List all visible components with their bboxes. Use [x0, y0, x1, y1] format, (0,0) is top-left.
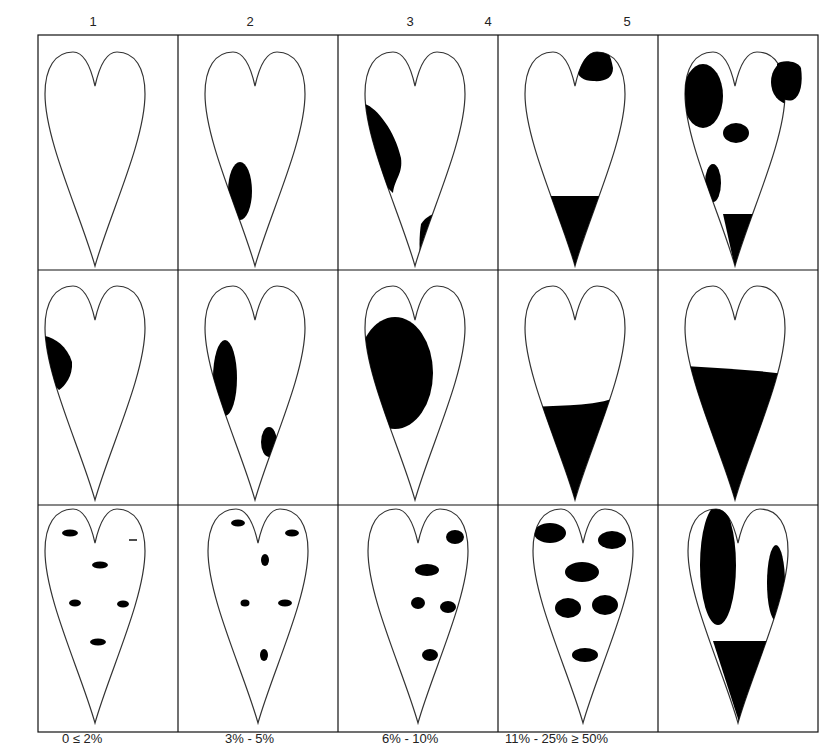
leaf	[685, 286, 785, 502]
leaf	[525, 286, 625, 502]
leaf	[525, 46, 625, 268]
leaf	[688, 505, 788, 725]
column-number: 4	[484, 15, 491, 29]
leaf	[45, 509, 145, 723]
leaf	[205, 52, 305, 266]
leaf	[533, 509, 633, 723]
leaf	[45, 52, 145, 266]
column-number: 5	[623, 15, 630, 29]
column-number: 3	[406, 15, 413, 29]
severity-range: 0 ≤ 2%	[62, 732, 102, 746]
column-number: 2	[246, 15, 253, 29]
grid-frame	[38, 35, 818, 732]
leaf	[205, 286, 305, 500]
leaf	[683, 52, 807, 268]
severity-range: 11% - 25% ≥ 50%	[505, 732, 608, 746]
severity-range: 6% - 10%	[382, 732, 438, 746]
leaf	[208, 509, 308, 723]
severity-range: 3% - 5%	[225, 732, 274, 746]
leaf	[357, 286, 465, 500]
grid-lines	[38, 35, 818, 732]
leaf	[45, 286, 145, 500]
leaf	[365, 52, 465, 266]
leaf	[368, 509, 468, 723]
column-number: 1	[89, 15, 96, 29]
